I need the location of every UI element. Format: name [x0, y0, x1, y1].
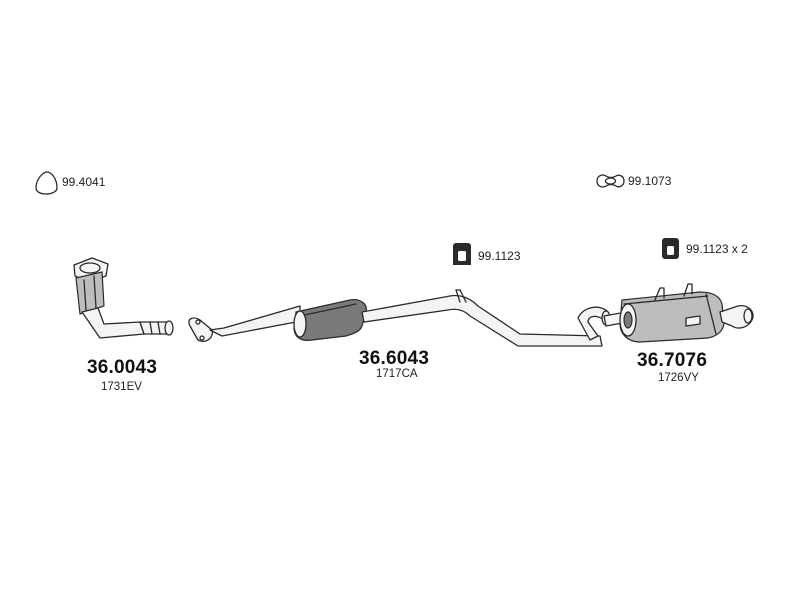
part-number-rear: 36.7076: [637, 350, 708, 371]
gasket-ring-code: 99.4041: [62, 175, 106, 189]
part-ref-rear: 1726VY: [658, 372, 699, 384]
part-ref-middle: 1717CA: [376, 368, 418, 380]
middle-silencer-pipe-icon: [188, 289, 611, 347]
hanger-mid-code: 99.1123: [478, 249, 521, 263]
part-number-catalyst: 36.0043: [87, 357, 158, 378]
exhaust-clamp-icon: [596, 174, 625, 188]
gasket-ring-icon: [35, 171, 58, 195]
catalytic-converter-icon: [73, 257, 174, 339]
hanger-rear-code: 99.1123 x 2: [686, 242, 748, 256]
rear-silencer-icon: [603, 283, 754, 343]
rubber-hanger-icon: [453, 243, 471, 265]
rubber-hanger-rear-icon: [662, 238, 679, 259]
part-ref-catalyst: 1731EV: [101, 381, 142, 393]
clamp-code: 99.1073: [628, 174, 672, 188]
part-number-middle: 36.6043: [359, 348, 430, 369]
